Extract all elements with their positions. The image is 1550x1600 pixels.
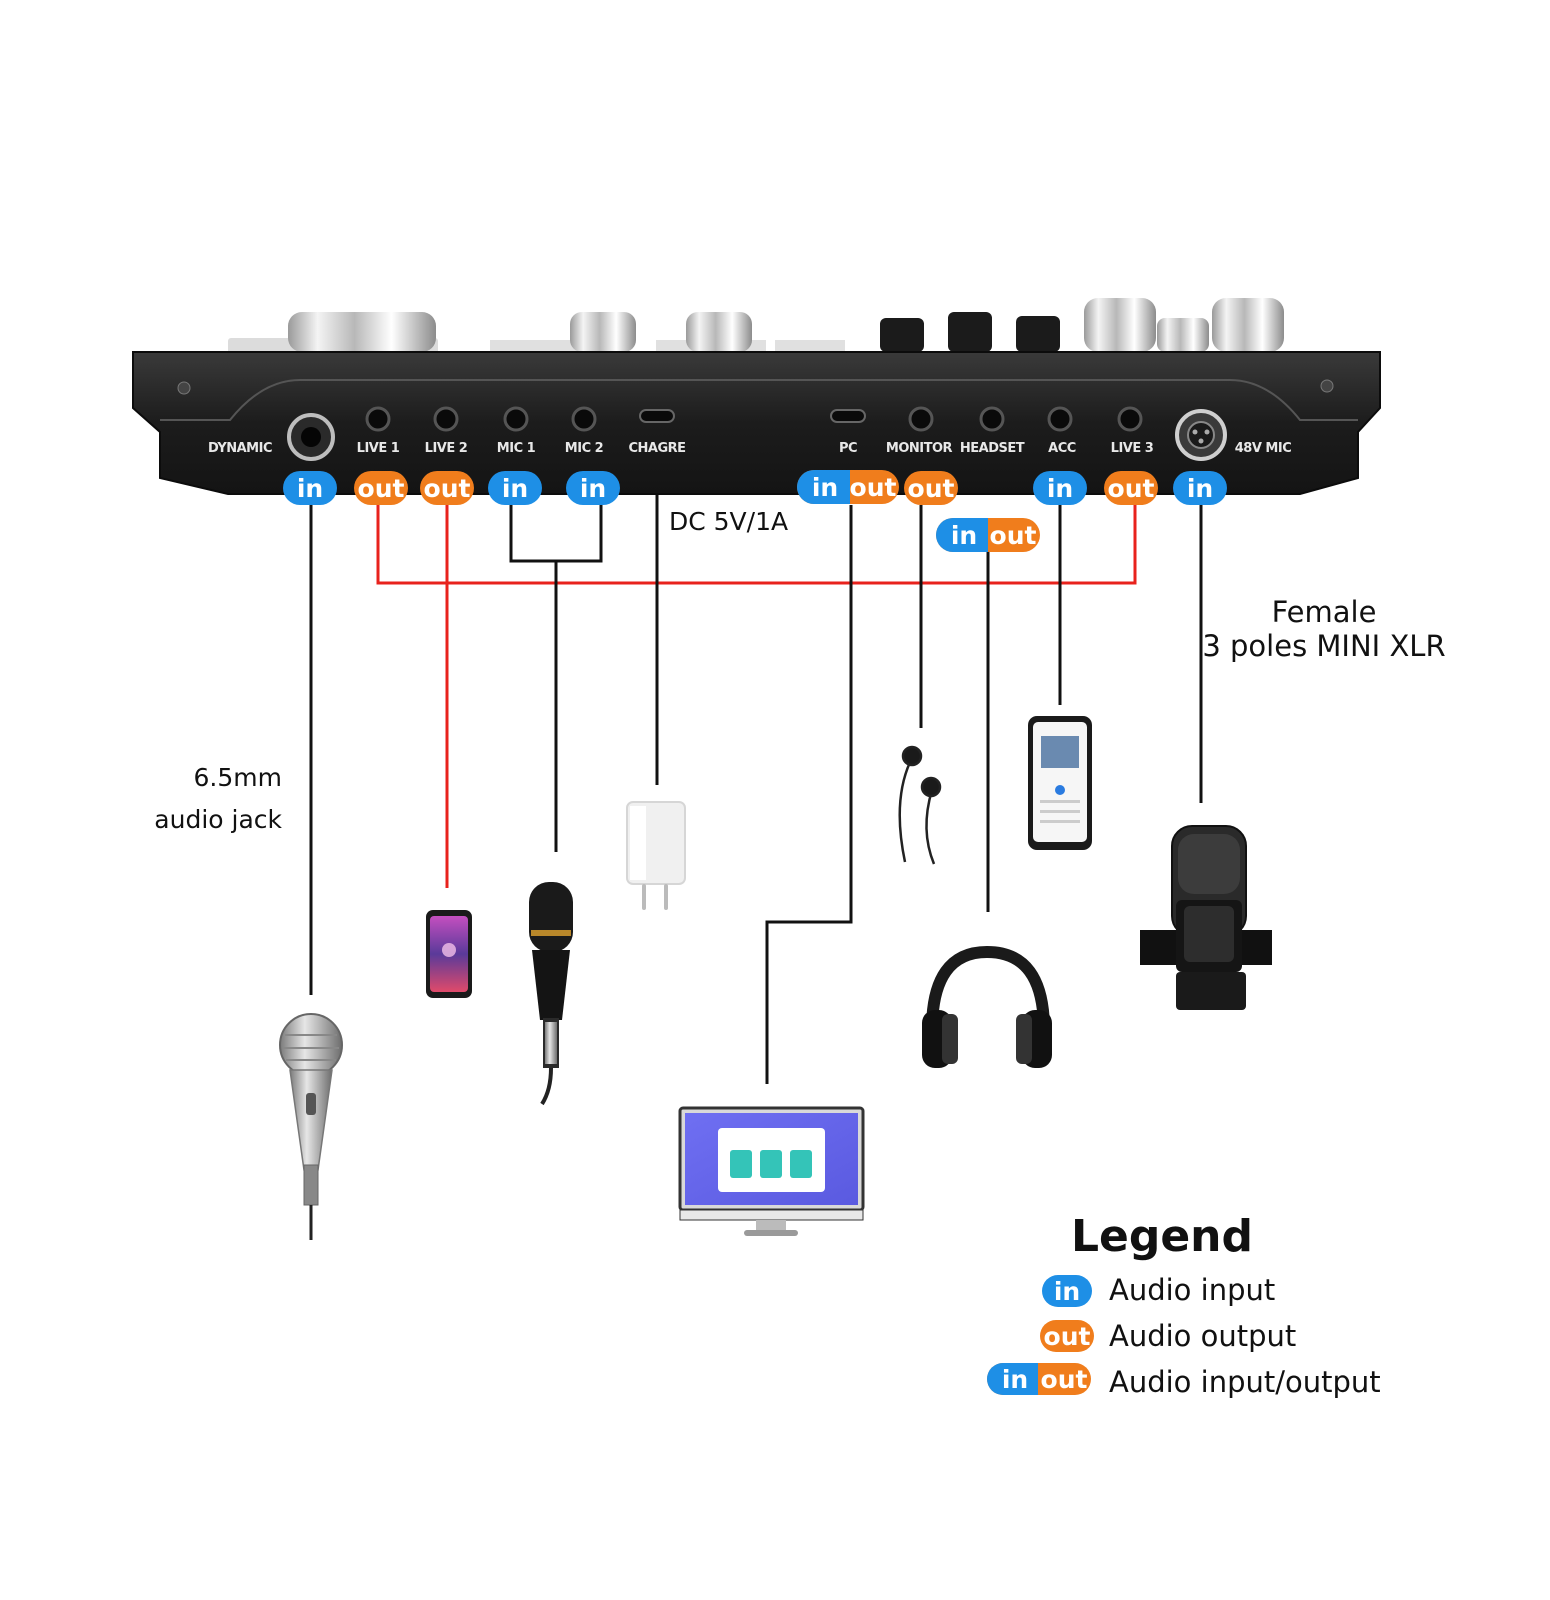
xlr-note-line2: 3 poles MINI XLR [1202,629,1445,663]
svg-text:out: out [1041,1365,1088,1394]
screw-icon [1320,379,1334,393]
svg-text:in: in [1047,474,1073,503]
handheld-microphone-icon [279,1013,343,1240]
volume-knob-icon [288,312,436,352]
port-labels: DYNAMIC LIVE 1 LIVE 2 MIC 1 MIC 2 CHAGRE… [208,441,1292,456]
legend-label-input-output: Audio input/output [1109,1365,1381,1399]
legend-item-input-output: in out Audio input/output [987,1363,1381,1399]
svg-text:out: out [424,474,471,503]
mic1-jack-icon [503,406,529,432]
badge-in: in [1173,471,1227,505]
badge-out: out [420,471,474,505]
knob-icon [1084,298,1156,352]
jack-note-line2: audio jack [154,805,282,834]
studio-microphone-icon [1140,825,1272,1010]
badge-in: in [1033,471,1087,505]
svg-text:in: in [1054,1277,1080,1306]
svg-text:out: out [1108,474,1155,503]
button-icon [948,312,992,352]
mic2-jack-icon [571,406,597,432]
port-badges: in out out in in in out [283,470,1227,552]
usb-port-icon [830,409,866,423]
device-jacks [287,406,1227,461]
smartphone-icon [1028,716,1092,850]
live-loop-wire [376,505,1137,585]
legend-item-input: in Audio input [1042,1273,1275,1307]
smartphone-icon [426,910,472,998]
usb-charger-icon [626,801,686,910]
svg-text:out: out [1044,1322,1091,1351]
port-label-acc: ACC [1048,441,1076,456]
condenser-microphone-icon [529,882,573,1106]
svg-text:out: out [850,473,897,502]
usb-port-icon [639,409,675,423]
live3-jack-icon [1117,406,1143,432]
badge-out: out [904,471,958,505]
legend-item-output: out Audio output [1040,1319,1296,1353]
earphones-icon [898,745,942,865]
svg-text:out: out [990,521,1037,550]
port-label-live2: LIVE 2 [425,441,468,456]
knob-icon [686,312,752,352]
badge-out: out [354,471,408,505]
legend: Legend in Audio input out Audio output i… [987,1211,1381,1399]
port-label-mic2: MIC 2 [565,441,603,456]
pc-wire [765,505,853,1084]
legend-label-input: Audio input [1109,1273,1275,1307]
live2-jack-icon [433,406,459,432]
charge-note: DC 5V/1A [669,507,788,536]
sound-card-mixer: DYNAMIC LIVE 1 LIVE 2 MIC 1 MIC 2 CHAGRE… [132,298,1381,495]
mic-split-wire [509,505,603,563]
svg-text:in: in [502,474,528,503]
knob-icon [1212,298,1284,352]
port-label-pc: PC [839,441,857,456]
port-label-48v-mic: 48V MIC [1235,441,1292,456]
badge-in: in [488,471,542,505]
port-label-dynamic: DYNAMIC [208,441,272,456]
xlr-note-line1: Female [1272,595,1377,629]
svg-text:in: in [1002,1365,1028,1394]
legend-title: Legend [1071,1211,1253,1262]
port-label-headset: HEADSET [960,441,1025,456]
svg-text:in: in [297,474,323,503]
svg-text:out: out [908,474,955,503]
port-label-monitor: MONITOR [886,441,953,456]
badge-in-out: in out [936,518,1040,552]
port-label-live3: LIVE 3 [1111,441,1154,456]
svg-text:out: out [358,474,405,503]
monitor-jack-icon [908,406,934,432]
button-icon [880,318,924,352]
computer-monitor-icon [678,1106,865,1236]
svg-text:in: in [1187,474,1213,503]
svg-text:in: in [580,474,606,503]
button-icon [1016,316,1060,352]
knob-icon [570,312,636,352]
top-controls [228,298,1284,354]
port-label-mic1: MIC 1 [497,441,536,456]
badge-in: in [283,471,337,505]
svg-text:in: in [951,521,977,550]
headphones-icon [922,945,1052,1068]
badge-in-out: in out [797,470,899,504]
badge-in: in [566,471,620,505]
live1-jack-icon [365,406,391,432]
headset-jack-icon [979,406,1005,432]
jack-note-line1: 6.5mm [194,763,282,792]
connection-wires [309,495,1203,1084]
acc-jack-icon [1047,406,1073,432]
annotations: DC 5V/1A Female 3 poles MINI XLR 6.5mm a… [154,507,1445,834]
svg-text:in: in [812,473,838,502]
port-label-chagre: CHAGRE [628,441,685,456]
legend-label-output: Audio output [1109,1319,1296,1353]
knob-icon [1157,318,1209,352]
badge-out: out [1104,471,1158,505]
port-label-live1: LIVE 1 [357,441,400,456]
screw-icon [177,381,191,395]
